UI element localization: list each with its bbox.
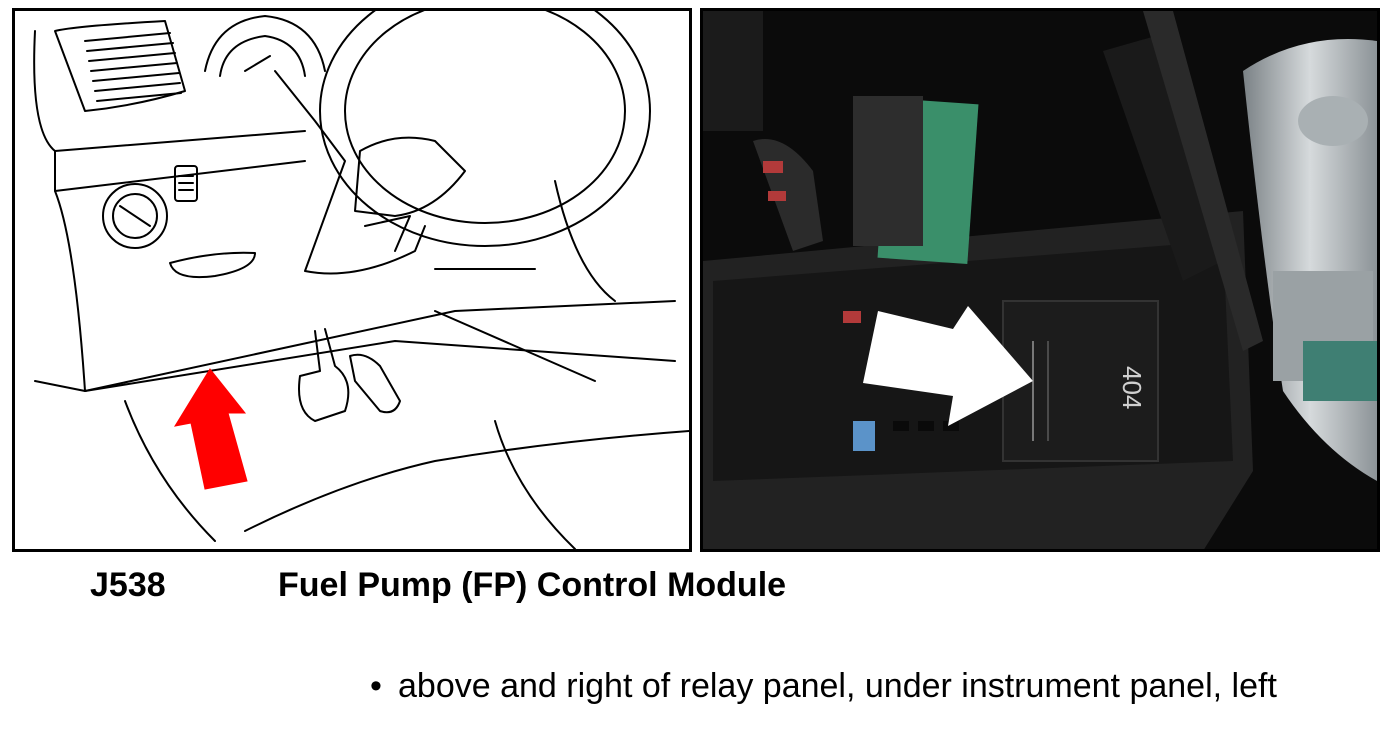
component-title: Fuel Pump (FP) Control Module bbox=[278, 566, 787, 604]
location-text: above and right of relay panel, under in… bbox=[398, 667, 1277, 705]
headlight-switch bbox=[102, 183, 168, 249]
dimmer-switch bbox=[174, 165, 198, 202]
brake-pedal bbox=[298, 328, 350, 422]
location-list: • above and right of relay panel, under … bbox=[370, 666, 1350, 706]
steering-wheel bbox=[319, 11, 651, 247]
location-arrow-icon bbox=[173, 368, 248, 490]
storage-slot bbox=[169, 251, 256, 279]
location-item: • above and right of relay panel, under … bbox=[370, 666, 1350, 706]
component-code: J538 bbox=[90, 566, 166, 604]
gauge-cluster bbox=[204, 15, 326, 72]
air-vent bbox=[54, 20, 186, 112]
relay-photo: 404 bbox=[700, 8, 1380, 552]
dashboard-illustration bbox=[12, 8, 692, 552]
bullet-icon: • bbox=[370, 667, 382, 705]
relay-carrier-photo: 404 bbox=[703, 11, 1377, 549]
pointer-arrow-icon bbox=[863, 306, 1033, 426]
accelerator-pedal bbox=[349, 353, 401, 414]
dashboard-line-drawing bbox=[33, 11, 689, 549]
relay-label: 404 bbox=[1117, 366, 1147, 409]
